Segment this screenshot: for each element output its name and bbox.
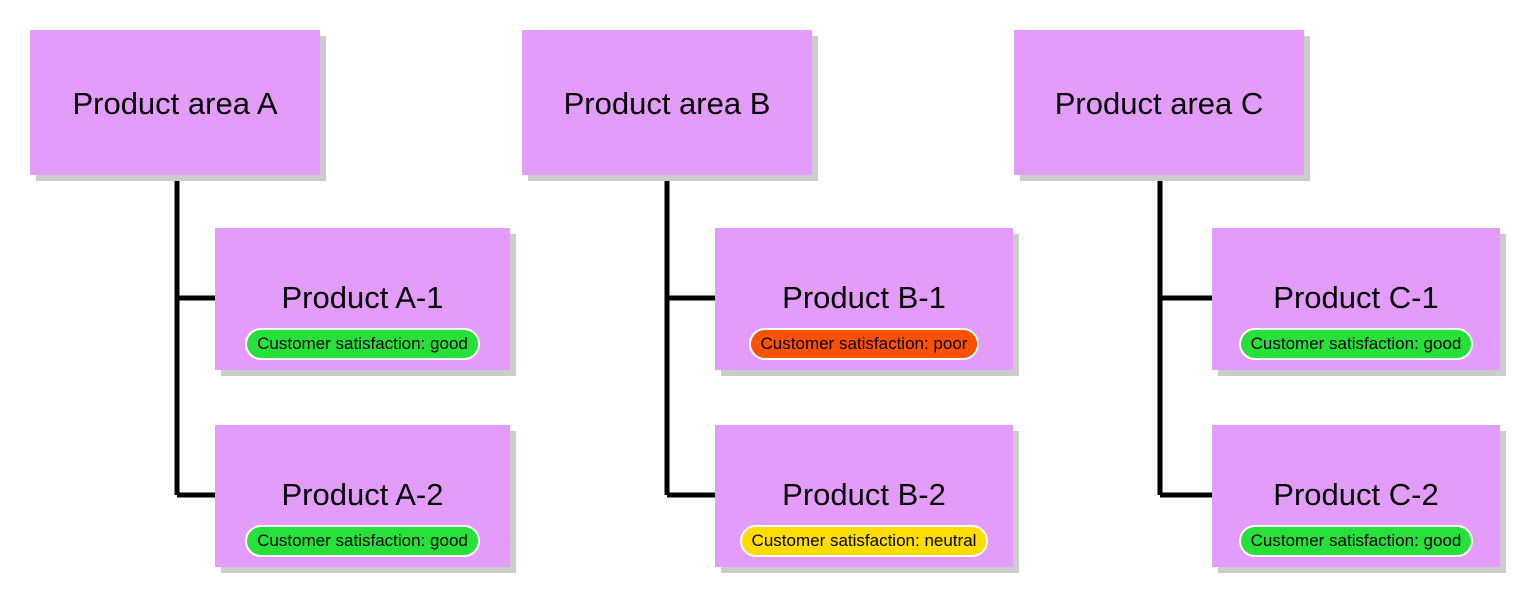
connector-area-a (174, 174, 215, 498)
connector-area-b (664, 174, 715, 498)
product-c-2-title: Product C-2 (1273, 477, 1439, 512)
product-area-a-title: Product area A (72, 85, 278, 121)
product-a-1-box: Product A-1 Customer satisfaction: good (215, 228, 510, 370)
satisfaction-badge-c-2: Customer satisfaction: good (1238, 525, 1474, 557)
satisfaction-badge-a-2: Customer satisfaction: good (245, 525, 480, 557)
product-a-2-box: Product A-2 Customer satisfaction: good (215, 425, 510, 567)
product-b-2-title: Product B-2 (782, 477, 946, 512)
satisfaction-badge-b-2: Customer satisfaction: neutral (739, 525, 989, 557)
product-b-1-title: Product B-1 (782, 280, 946, 315)
product-c-1-box: Product C-1 Customer satisfaction: good (1212, 228, 1500, 370)
product-area-b-title: Product area B (563, 85, 771, 121)
product-a-2-title: Product A-2 (281, 477, 444, 512)
product-b-1-box: Product B-1 Customer satisfaction: poor (715, 228, 1013, 370)
satisfaction-badge-c-1: Customer satisfaction: good (1238, 328, 1474, 360)
product-b-2-box: Product B-2 Customer satisfaction: neutr… (715, 425, 1013, 567)
product-area-c-title: Product area C (1054, 85, 1264, 121)
satisfaction-badge-a-1: Customer satisfaction: good (245, 328, 480, 360)
product-a-1-title: Product A-1 (281, 280, 444, 315)
satisfaction-badge-b-1: Customer satisfaction: poor (748, 328, 980, 360)
product-c-2-box: Product C-2 Customer satisfaction: good (1212, 425, 1500, 567)
product-area-c-box: Product area C (1014, 30, 1304, 175)
product-area-b-box: Product area B (522, 30, 812, 175)
product-c-1-title: Product C-1 (1273, 280, 1439, 315)
connector-area-c (1157, 174, 1212, 498)
product-area-a-box: Product area A (30, 30, 320, 175)
